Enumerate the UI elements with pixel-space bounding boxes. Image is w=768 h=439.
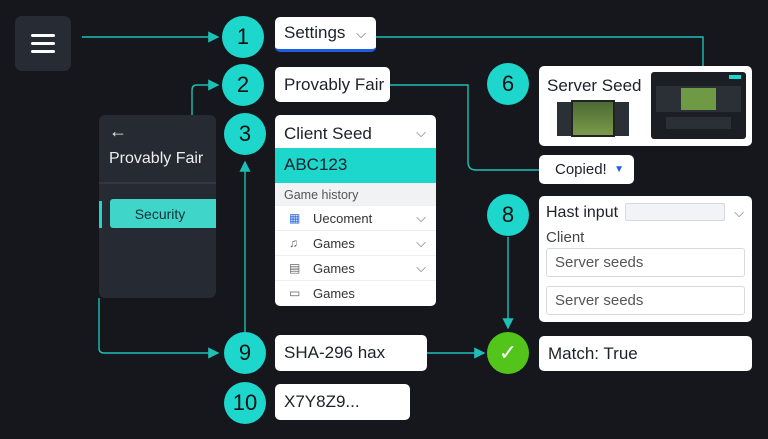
client-seed-value[interactable]: ABC123 — [275, 148, 436, 183]
chevron-down-icon: ⌵ — [356, 26, 366, 41]
caret-down-icon: ▼ — [614, 164, 624, 175]
hamburger-icon — [31, 42, 55, 45]
hash-output: SHA-296 hax — [275, 335, 427, 371]
seed-output: X7Y8Z9... — [275, 384, 410, 420]
settings-label: Settings — [284, 23, 346, 42]
client-label: Client — [546, 229, 585, 246]
bell-icon: ♫ — [289, 236, 298, 250]
step-10-badge: 10 — [224, 382, 266, 424]
match-label: Match: True — [548, 343, 638, 363]
provably-fair-item[interactable]: Provably Fair — [275, 67, 390, 102]
hash-input-card: Hast input ⌵ Client Server seeds Server … — [539, 196, 752, 322]
list-item[interactable]: ▤ Games ⌵ — [275, 255, 436, 280]
client-seed-value-text: ABC123 — [284, 155, 348, 174]
hash-input-select[interactable] — [625, 203, 725, 221]
menu-button[interactable] — [15, 16, 71, 71]
hash-input-label: Hast input — [546, 204, 619, 221]
server-seed-card[interactable]: Server Seed — [539, 66, 752, 146]
list-item-label: Games — [313, 285, 355, 301]
list-item-label: Uecoment — [313, 210, 373, 226]
step-9-badge: 9 — [224, 332, 266, 374]
game-thumbnail-image — [557, 100, 629, 137]
step-6-badge: 6 — [487, 63, 529, 105]
calendar-icon: ▦ — [289, 211, 301, 225]
clipboard-icon: ▤ — [289, 261, 301, 275]
game-history-label: Game history — [284, 188, 359, 202]
sidebar-item-security[interactable]: Security — [110, 199, 216, 228]
chevron-down-icon: ⌵ — [416, 235, 426, 250]
placeholder: Server seeds — [555, 254, 644, 271]
sidebar-active-indicator — [99, 201, 102, 228]
server-seed-title: Server Seed — [547, 76, 642, 95]
sidebar-divider — [99, 182, 216, 184]
list-item-label: Games — [313, 235, 355, 251]
client-seed-panel: Client Seed ⌵ ABC123 Game history ▦ Uecom… — [275, 115, 436, 306]
client-seed-dropdown[interactable]: Client Seed ⌵ — [275, 115, 436, 148]
list-item[interactable]: ▭ Games — [275, 280, 436, 305]
match-result: Match: True — [539, 336, 752, 371]
hash-value: SHA-296 hax — [284, 343, 386, 362]
settings-dropdown[interactable]: Settings ⌵ — [275, 17, 376, 52]
app-screenshot-image — [651, 72, 746, 139]
copied-label: Copied! — [555, 161, 607, 178]
list-item[interactable]: ▦ Uecoment ⌵ — [275, 205, 436, 230]
chevron-down-icon[interactable]: ⌵ — [734, 205, 744, 220]
sidebar-title: Provably Fair — [109, 150, 204, 167]
sidebar-item-label: Security — [134, 205, 186, 222]
seed-value: X7Y8Z9... — [284, 392, 360, 411]
step-8-badge: 8 — [487, 194, 529, 236]
list-item[interactable]: ♫ Games ⌵ — [275, 230, 436, 255]
server-seed-input-1[interactable]: Server seeds — [546, 248, 745, 277]
arrow-left-icon[interactable]: ← — [109, 121, 127, 141]
placeholder: Server seeds — [555, 292, 644, 309]
chevron-down-icon: ⌵ — [416, 125, 426, 140]
box-icon: ▭ — [289, 286, 301, 300]
chevron-down-icon: ⌵ — [416, 210, 426, 225]
step-1-badge: 1 — [222, 16, 264, 58]
step-2-badge: 2 — [222, 64, 264, 106]
check-icon: ✓ — [487, 332, 529, 374]
provably-fair-label: Provably Fair — [284, 74, 385, 94]
client-seed-title: Client Seed — [284, 124, 372, 143]
server-seed-input-2[interactable]: Server seeds — [546, 286, 745, 315]
copied-toast: Copied! ▼ — [539, 155, 634, 184]
game-history-header: Game history — [275, 183, 436, 205]
sidebar-panel: ← Provably Fair Security — [99, 115, 216, 298]
step-3-badge: 3 — [224, 113, 266, 155]
list-item-label: Games — [313, 260, 355, 276]
chevron-down-icon: ⌵ — [416, 260, 426, 275]
